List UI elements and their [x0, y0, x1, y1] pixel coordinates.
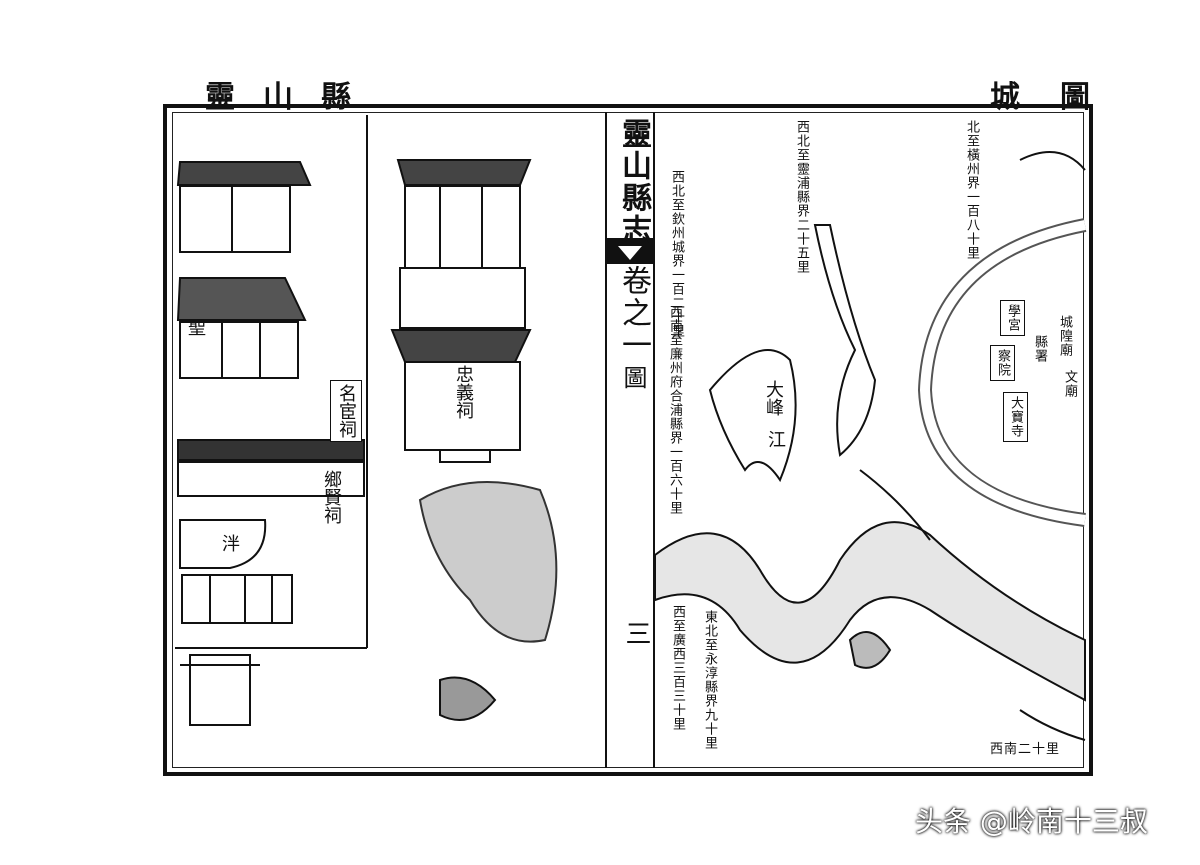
city-building-6: 城隍廟: [1057, 315, 1072, 357]
distance-note-2: 西北至欽州城界一百二十里: [669, 170, 684, 338]
shrine-label: 忠義祠: [453, 365, 474, 419]
spine-volume: 卷之一: [616, 265, 651, 361]
header-right-title: 城圖: [990, 80, 1130, 115]
spine-section: 圖: [619, 365, 647, 389]
city-building-1: 學宮: [1000, 300, 1025, 336]
distance-note-3: 西南至廉州府合浦縣界一百六十里: [667, 305, 682, 515]
gate-sign: 名宦祠: [330, 380, 362, 442]
inner-frame: [172, 112, 1084, 768]
pavilion-sign: 聖: [185, 318, 206, 336]
city-building-2: 縣署: [1032, 335, 1047, 363]
city-building-5: 大寶寺: [1003, 392, 1028, 442]
temple-sign: 鄉賢祠: [321, 470, 342, 524]
book-spine: [605, 112, 655, 768]
corner-label: 西南二十里: [990, 742, 1061, 757]
river-label: 江: [765, 430, 786, 448]
bottom-note: 東北至永淳縣界九十里: [702, 610, 717, 750]
header-left-title: 靈山縣: [205, 80, 379, 115]
distance-note-1: 西北至靈浦縣界二十五里: [794, 120, 809, 274]
distance-note-5: 西至廣西三百三十里: [670, 605, 685, 731]
peak-label: 大峰: [763, 380, 784, 416]
city-building-4: 文廟: [1062, 370, 1077, 398]
spine-title: 靈山縣志: [616, 118, 651, 246]
city-building-3: 察院: [990, 345, 1015, 381]
outer-frame: [163, 104, 1093, 776]
spine-page-number: 三: [621, 620, 651, 646]
pond-sign: 泮: [222, 534, 240, 555]
distance-note-4: 北至橫州界一百八十里: [964, 120, 979, 260]
watermark-text: 头条 @岭南十三叔: [915, 805, 1148, 838]
